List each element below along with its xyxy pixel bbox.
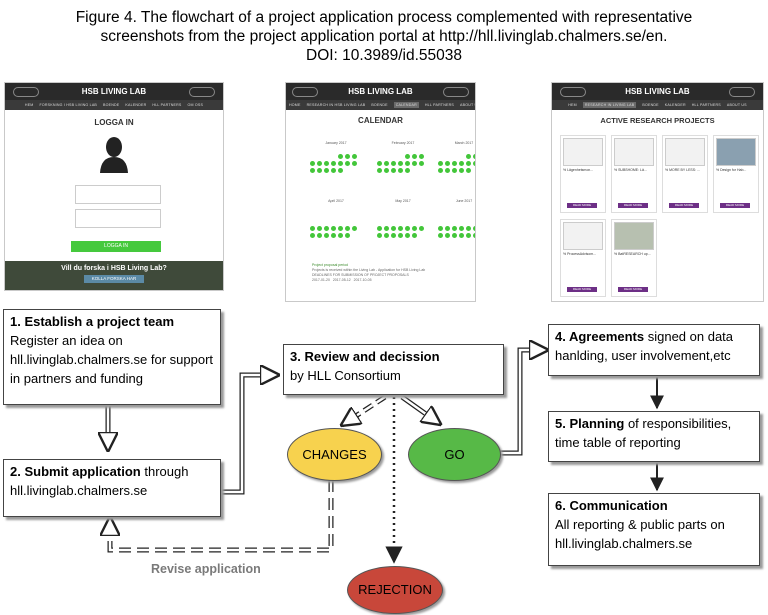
project-card-title: % Lägenhetsmon...: [563, 168, 594, 172]
calendar-month-title: April 2017: [328, 199, 344, 203]
calendar-month: May 2017: [377, 199, 429, 238]
project-thumbnail: [614, 222, 654, 250]
project-card[interactable]: % SUBSHOME: Lä... READ MORE: [611, 135, 657, 213]
project-card[interactable]: % MORE BY LESS: ... READ MORE: [662, 135, 708, 213]
project-card-title: % Design for Hab...: [716, 168, 747, 172]
projects-heading: ACTIVE RESEARCH PROJECTS: [600, 116, 715, 125]
project-card-title: % BatRESEARCH up...: [614, 252, 651, 256]
step-5-box: 5. Planning of responsibilities, time ta…: [548, 411, 760, 462]
project-thumbnail: [665, 138, 705, 166]
brand-title: HSB LIVING LAB: [348, 87, 413, 96]
read-more-button[interactable]: READ MORE: [618, 203, 648, 208]
calendar-month-title: June 2017: [455, 199, 473, 203]
banner-text: Vill du forska i HSB Living Lab?: [61, 265, 167, 272]
calendar-notes: Project proposal period Projects is rece…: [312, 263, 426, 282]
calendar-month: February 2017: [377, 141, 429, 180]
step-5-text: time table of reporting: [555, 435, 681, 450]
changes-oval: CHANGES: [287, 428, 382, 481]
step-6-box: 6. Communication All reporting & public …: [548, 493, 760, 566]
project-card[interactable]: % ProcessAdvisom... READ MORE: [560, 219, 606, 297]
calendar-month: April 2017: [310, 199, 362, 238]
step-4-text: hanlding, user involvement,etc: [555, 348, 731, 363]
go-oval: GO: [408, 428, 501, 481]
step-2-box: 2. Submit application through hll.living…: [3, 459, 221, 517]
research-banner: Vill du forska i HSB Living Lab? KOLLA F…: [5, 261, 223, 290]
project-thumbnail: [614, 138, 654, 166]
username-field[interactable]: [75, 185, 161, 204]
step-1-box: 1. Establish a project team Register an …: [3, 309, 221, 405]
arrow-go-to-4: [497, 350, 547, 456]
step-2-text: hll.livinglab.chalmers.se: [10, 483, 148, 498]
project-card-title: % SUBSHOME: Lä...: [614, 168, 647, 172]
step-3-text: by HLL Consortium: [290, 368, 401, 383]
revise-application-label: Revise application: [151, 562, 261, 576]
step-2-title: 2. Submit application: [10, 464, 141, 479]
calendar-month-title: January 2017: [325, 141, 347, 145]
calendar-month: March 2017: [438, 141, 475, 180]
brand-title: HSB LIVING LAB: [625, 87, 690, 96]
read-more-button[interactable]: READ MORE: [618, 287, 648, 292]
step-3-title: 3. Review and decission: [290, 349, 440, 364]
arrow-to-changes: [342, 394, 387, 425]
caption-line-3: DOI: 10.3989/id.55038: [306, 47, 462, 64]
banner-button[interactable]: KOLLA FORSKA HAR: [84, 275, 144, 283]
project-card[interactable]: % BatRESEARCH up... READ MORE: [611, 219, 657, 297]
lang-pill: [13, 87, 39, 97]
project-thumbnail: [563, 222, 603, 250]
step-4-box: 4. Agreements signed on data hanlding, u…: [548, 324, 760, 376]
caption-line-1: Figure 4. The flowchart of a project app…: [75, 9, 693, 26]
read-more-button[interactable]: READ MORE: [567, 203, 597, 208]
password-field[interactable]: [75, 209, 161, 228]
project-card-title: % ProcessAdvisom...: [563, 252, 597, 256]
step-1-title: 1. Establish a project team: [10, 314, 175, 329]
search-pill: [189, 87, 215, 97]
project-card[interactable]: % Lägenhetsmon... READ MORE: [560, 135, 606, 213]
project-card-title: % MORE BY LESS: ...: [665, 168, 700, 172]
calendar-heading: CALENDAR: [358, 116, 403, 125]
step-5-title: 5. Planning: [555, 416, 625, 431]
caption-line-2: screenshots from the project application…: [100, 28, 668, 45]
project-thumbnail: [716, 138, 756, 166]
arrow-to-go: [400, 394, 440, 424]
user-silhouette-icon: [100, 137, 128, 173]
revise-loop-arrow: [110, 480, 334, 553]
step-1-text: Register an idea on hll.livinglab.chalme…: [10, 333, 214, 386]
calendar-month-title: February 2017: [391, 141, 415, 145]
step-4-title: 4. Agreements: [555, 329, 645, 344]
login-button[interactable]: LOGGA IN: [71, 241, 161, 252]
project-thumbnail: [563, 138, 603, 166]
calendar-month: January 2017: [310, 141, 362, 180]
step-6-text-1: All reporting & public parts on: [555, 517, 725, 532]
calendar-month: June 2017: [438, 199, 475, 238]
arrow-2-to-3: [222, 375, 278, 495]
read-more-button[interactable]: READ MORE: [720, 203, 750, 208]
figure-caption: Figure 4. The flowchart of a project app…: [0, 8, 768, 65]
read-more-button[interactable]: READ MORE: [669, 203, 699, 208]
rejection-oval: REJECTION: [347, 566, 443, 614]
step-6-text-2: hll.livinglab.chalmers.se: [555, 536, 693, 551]
read-more-button[interactable]: READ MORE: [567, 287, 597, 292]
step-3-box: 3. Review and decission by HLL Consortiu…: [283, 344, 504, 395]
project-card[interactable]: % Design for Hab... READ MORE: [713, 135, 759, 213]
calendar-month-title: March 2017: [454, 141, 474, 145]
login-heading: LOGGA IN: [94, 118, 134, 127]
calendar-month-title: May 2017: [395, 199, 411, 203]
step-6-title: 6. Communication: [555, 498, 668, 513]
brand-title: HSB LIVING LAB: [81, 87, 147, 96]
